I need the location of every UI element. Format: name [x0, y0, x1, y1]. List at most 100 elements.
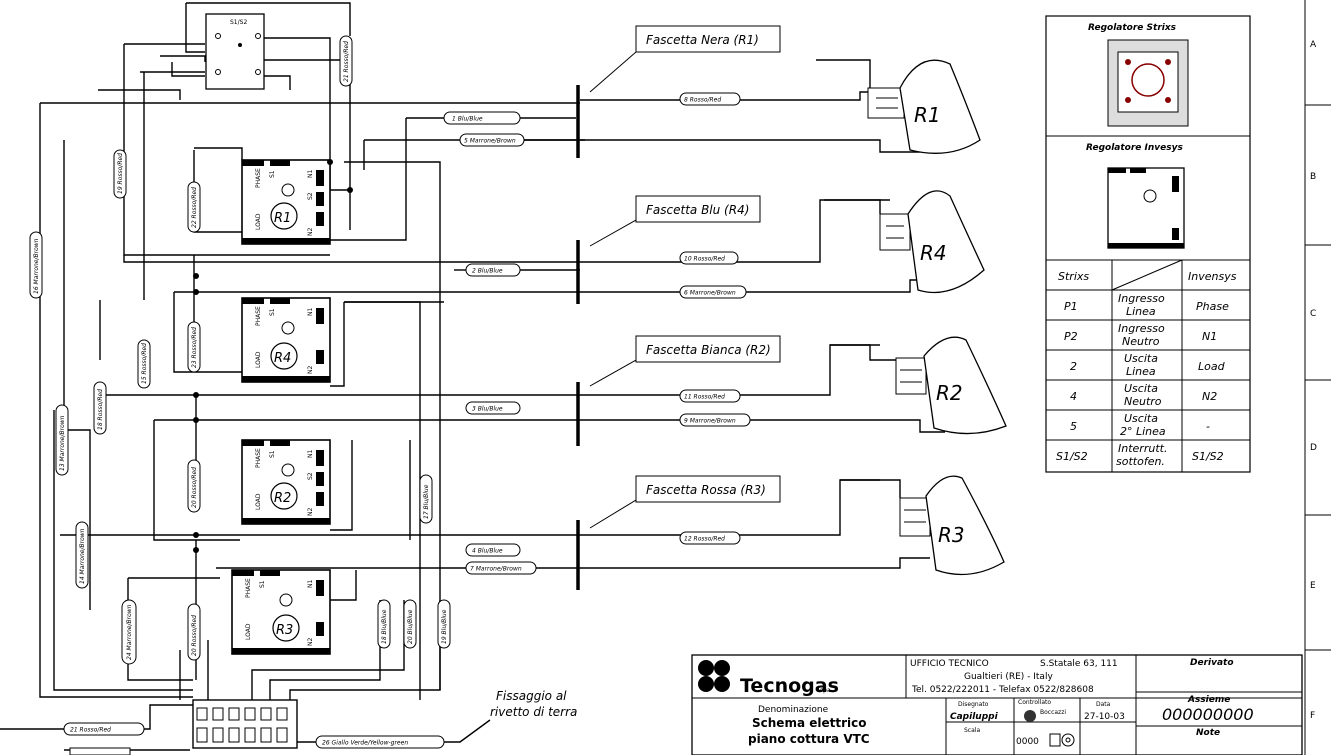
wire-tag: 13 Marrone/Brown	[59, 415, 66, 471]
wire-tag: 19 Rosso/Red	[117, 153, 124, 194]
strip-label-bianca: Fascetta Bianca (R2)	[635, 335, 781, 363]
horizontal-wire-tags: 1 Blu/Blue 5 Marrone/Brown 8 Rosso/Red 2…	[63, 92, 751, 755]
regulator-label: R4	[274, 351, 291, 366]
element-label: R4	[920, 241, 947, 265]
regulator-blocks: PHASE LOAD S1 N1 N2 S2 R1 PHASE LOAD S1 …	[231, 159, 331, 655]
table-header-strixs: Strixs	[1058, 270, 1089, 283]
table-row: S1/S2 Interrutt. sottofen. S1/S2	[1056, 442, 1224, 468]
wire-tag: 16 Marrone/Brown	[33, 238, 40, 294]
svg-text:Data: Data	[1096, 701, 1111, 708]
svg-text:LOAD: LOAD	[255, 351, 262, 368]
drawing-title-line1: Schema elettrico	[752, 716, 866, 730]
wire-tag: 4 Blu/Blue	[472, 548, 503, 555]
wire-tag: 14 Marrone/Brown	[79, 528, 86, 584]
svg-text:S1: S1	[269, 308, 276, 316]
svg-text:S1/S2: S1/S2	[1192, 450, 1224, 463]
svg-text:S2: S2	[307, 472, 314, 480]
heating-elements: R1 R4 R2 R3	[816, 59, 1007, 576]
svg-text:-: -	[1206, 420, 1210, 433]
svg-text:Ingresso: Ingresso	[1118, 322, 1165, 335]
invensys-title: Regolatore Invesys	[1086, 143, 1183, 153]
svg-text:sottofen.: sottofen.	[1116, 455, 1165, 468]
wire-tag: 21 Rosso/Red	[70, 727, 111, 734]
svg-text:Fascetta Blu (R4): Fascetta Blu (R4)	[646, 203, 749, 217]
table-row: 5 Uscita 2° Linea -	[1070, 412, 1210, 438]
disegnato: Capiluppi	[950, 712, 999, 722]
svg-text:S1: S1	[259, 580, 266, 588]
wire-tag: 10 Rosso/Red	[684, 256, 725, 263]
wire-tag: 12 Rosso/Red	[684, 536, 725, 543]
wire-tag: 19 Blu/Blue	[441, 609, 448, 644]
svg-text:S1: S1	[269, 170, 276, 178]
wire-tag: 3 Blu/Blue	[472, 406, 503, 413]
wire-tag: 2 Blu/Blue	[472, 268, 503, 275]
svg-text:N1: N1	[1202, 330, 1217, 343]
svg-text:Scala: Scala	[964, 727, 980, 734]
wire-tag: 15 Rosso/Red	[141, 343, 148, 384]
svg-text:PHASE: PHASE	[255, 448, 262, 468]
svg-text:spa: spa	[820, 687, 831, 694]
svg-text:PHASE: PHASE	[245, 578, 252, 598]
table-row: 4 Uscita Neutro N2	[1070, 382, 1217, 408]
element-label: R2	[936, 381, 963, 405]
element-label: R3	[938, 523, 965, 547]
wire-tag: 9 Marrone/Brown	[684, 418, 736, 425]
svg-text:S1/S2: S1/S2	[230, 19, 247, 26]
svg-text:LOAD: LOAD	[255, 493, 262, 510]
svg-text:Linea: Linea	[1126, 365, 1156, 378]
svg-text:Fascetta Nera (R1): Fascetta Nera (R1)	[646, 33, 759, 47]
svg-text:4: 4	[1070, 390, 1077, 403]
city: Gualtieri (RE) - Italy	[964, 672, 1053, 682]
svg-text:N2: N2	[307, 366, 314, 374]
wire-tag: 5 Marrone/Brown	[464, 138, 516, 145]
wire-tag: 6 Marrone/Brown	[684, 290, 736, 297]
wire-tag: 20 Rosso/Red	[191, 467, 198, 508]
address: S.Statale 63, 111	[1040, 659, 1118, 669]
vertical-wire-tags: 21 Rosso/Red 19 Rosso/Red 22 Rosso/Red 1…	[29, 35, 451, 665]
wire-tag: 23 Rosso/Red	[191, 327, 198, 368]
wire-tag: 20 Rosso/Red	[191, 615, 198, 656]
svg-text:Linea: Linea	[1126, 305, 1156, 318]
denominazione-label: Denominazione	[758, 705, 829, 715]
zone-letter-f: F	[1310, 711, 1315, 721]
regulator-label: R2	[274, 491, 291, 506]
title-block: Tecnogas spa UFFICIO TECNICO S.Statale 6…	[691, 654, 1303, 755]
table-row: P1 Ingresso Linea Phase	[1064, 292, 1229, 318]
svg-text:Phase: Phase	[1196, 300, 1229, 313]
strip-label-blu: Fascetta Blu (R4)	[635, 195, 761, 223]
assieme-code: 000000000	[1162, 705, 1254, 724]
drawing-title-line2: piano cottura VTC	[748, 732, 870, 746]
wire-tag: 21 Rosso/Red	[343, 41, 350, 82]
svg-text:N2: N2	[307, 508, 314, 516]
svg-text:P1: P1	[1064, 300, 1078, 313]
table-row: 2 Uscita Linea Load	[1070, 352, 1226, 378]
wire-tag: 18 Blu/Blue	[381, 609, 388, 644]
svg-text:N1: N1	[307, 170, 314, 178]
svg-text:PHASE: PHASE	[255, 306, 262, 326]
svg-text:2: 2	[1070, 360, 1077, 373]
svg-text:rivetto di terra: rivetto di terra	[490, 705, 577, 719]
element-label: R1	[914, 103, 941, 127]
svg-text:Interrutt.: Interrutt.	[1118, 442, 1167, 455]
svg-text:Boccazzi: Boccazzi	[1040, 709, 1066, 716]
svg-text:Fascetta Rossa (R3): Fascetta Rossa (R3)	[646, 483, 766, 497]
table-row: P2 Ingresso Neutro N1	[1064, 322, 1217, 348]
zone-letter-b: B	[1310, 172, 1316, 182]
note-label: Note	[1196, 728, 1220, 738]
svg-text:S1/S2: S1/S2	[1056, 450, 1088, 463]
strip-label-rossa: Fascetta Rossa (R3)	[635, 475, 781, 503]
regulator-legend: Regolatore Strixs Regolatore Invesys Str…	[1045, 15, 1251, 473]
scale: 0000	[1016, 737, 1039, 747]
svg-text:Fissaggio al: Fissaggio al	[496, 689, 567, 703]
projection-icon	[1049, 733, 1075, 747]
zone-letter-c: C	[1310, 309, 1316, 319]
regulator-label: R3	[276, 623, 293, 638]
svg-text:S2: S2	[307, 192, 314, 200]
svg-text:N2: N2	[307, 638, 314, 646]
hob-switch: S1/S2	[205, 13, 265, 90]
junction-dots	[193, 159, 353, 553]
svg-text:Fascetta Bianca (R2): Fascetta Bianca (R2)	[646, 343, 771, 357]
wire-tag: 11 Rosso/Red	[684, 394, 725, 401]
wire-tag: 20 Blu/Blue	[407, 609, 414, 644]
